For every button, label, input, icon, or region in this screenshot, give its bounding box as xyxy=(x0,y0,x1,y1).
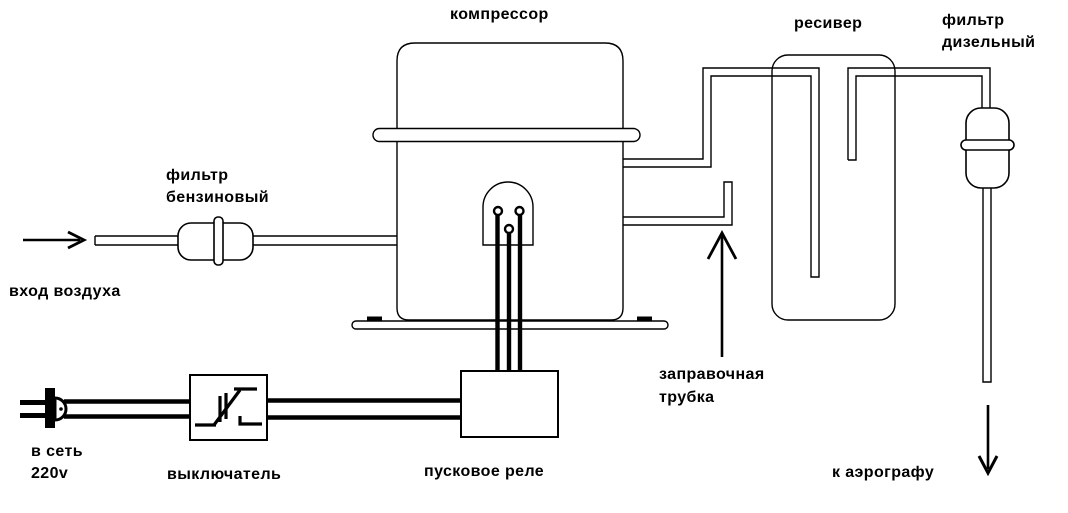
pipe-filling-tube xyxy=(623,181,733,226)
switch-symbol-icon xyxy=(195,387,262,427)
compressor-body xyxy=(351,42,669,330)
mount-bolt-left xyxy=(367,316,382,321)
label-filling-tube-1: заправочная xyxy=(659,366,765,383)
to-airbrush-arrow-icon xyxy=(977,405,999,477)
diesel-filter xyxy=(960,107,1015,189)
label-air-inlet: вход воздуха xyxy=(9,283,121,300)
power-cable-left xyxy=(64,399,190,419)
label-petrol-filter-2: бензиновый xyxy=(166,189,270,206)
label-diesel-filter-1: фильтр xyxy=(942,12,1005,29)
label-start-relay: пусковое реле xyxy=(424,463,545,480)
air-pipes xyxy=(94,67,992,383)
label-mains-1: в сеть xyxy=(31,443,83,460)
pipe-compressor-to-receiver xyxy=(623,67,820,278)
label-switch: выключатель xyxy=(167,466,282,483)
compressor-seam-band xyxy=(372,127,641,143)
motor-wires xyxy=(495,214,523,372)
petrol-filter xyxy=(177,216,254,266)
pipe-receiver-to-filter xyxy=(847,67,991,161)
mains-plug-icon xyxy=(20,388,68,428)
terminal-pin xyxy=(503,223,515,235)
filling-tube-arrow-icon xyxy=(706,230,738,357)
switch-box xyxy=(189,374,268,441)
pipe-inlet-left xyxy=(94,235,182,246)
label-diesel-filter-2: дизельный xyxy=(942,34,1036,51)
diesel-filter-flange xyxy=(960,139,1015,151)
terminal-pin xyxy=(514,205,525,217)
label-mains-2: 220v xyxy=(31,465,69,482)
label-compressor: компрессор xyxy=(450,6,549,23)
petrol-filter-flange xyxy=(213,216,224,266)
pipe-inlet-right xyxy=(253,235,397,246)
relay-box xyxy=(460,370,559,438)
air-inlet-arrow-icon xyxy=(23,230,88,250)
pipe-filter-outlet xyxy=(982,188,992,383)
label-receiver: ресивер xyxy=(794,15,863,32)
terminal-pin xyxy=(492,205,504,217)
mount-bolt-right xyxy=(637,316,652,321)
label-petrol-filter-1: фильтр xyxy=(166,167,229,184)
receiver-tank xyxy=(771,54,896,321)
power-cable-right xyxy=(267,398,461,420)
label-to-airbrush: к аэрографу xyxy=(832,464,935,481)
label-filling-tube-2: трубка xyxy=(659,389,715,406)
